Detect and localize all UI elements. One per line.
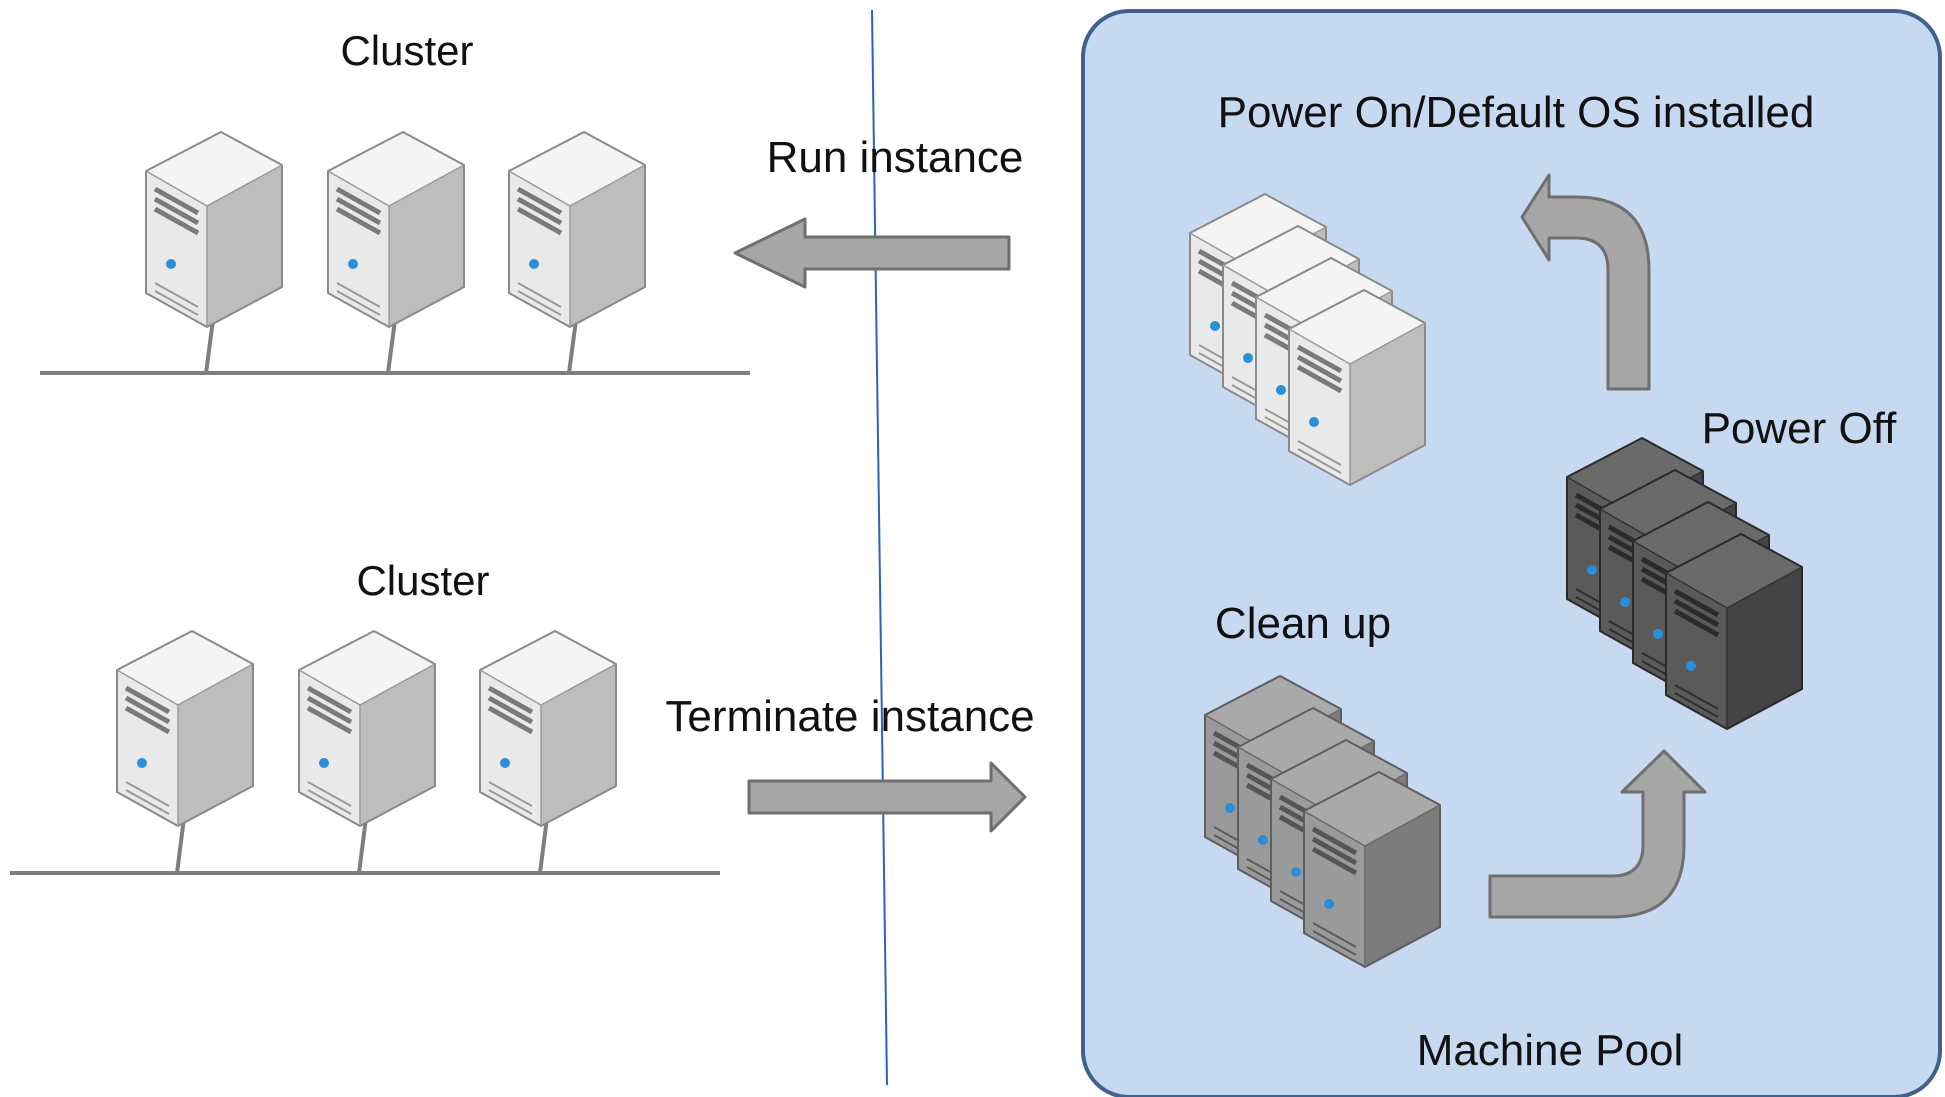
- server-icon: [117, 631, 253, 826]
- terminate-instance-label: Terminate instance: [665, 692, 1034, 741]
- power-off-label: Power Off: [1702, 404, 1898, 453]
- machine-pool-panel: [1081, 9, 1942, 1097]
- cluster-top-label: Cluster: [340, 27, 473, 74]
- curved-arrow-up-right-icon: [1488, 749, 1707, 919]
- arrow-left-icon: [733, 217, 1011, 289]
- server-icon: [509, 132, 645, 327]
- divider-line: [871, 9, 888, 1086]
- machine-pool-title: Machine Pool: [1417, 1026, 1684, 1075]
- arrow-right-icon: [747, 761, 1027, 833]
- network-drop: [538, 817, 549, 874]
- run-instance-label: Run instance: [767, 133, 1024, 182]
- network-drop: [386, 319, 397, 374]
- cluster-top: Cluster: [40, 27, 750, 375]
- server-icon: [328, 132, 464, 327]
- network-drop: [204, 319, 215, 374]
- server-icon: [1289, 290, 1425, 485]
- server-icon: [1304, 772, 1440, 967]
- server-icon: [146, 132, 282, 327]
- network-drop: [567, 319, 578, 374]
- network-drop: [175, 817, 186, 874]
- cluster-bottom-label: Cluster: [356, 557, 489, 604]
- cluster-bottom: Cluster: [10, 557, 720, 875]
- curved-arrow-up-left-icon: [1520, 173, 1651, 391]
- clean-up-label: Clean up: [1215, 599, 1391, 648]
- power-on-label: Power On/Default OS installed: [1218, 88, 1815, 137]
- server-icon: [1666, 534, 1802, 729]
- network-drop: [357, 817, 368, 874]
- server-icon: [299, 631, 435, 826]
- server-icon: [480, 631, 616, 826]
